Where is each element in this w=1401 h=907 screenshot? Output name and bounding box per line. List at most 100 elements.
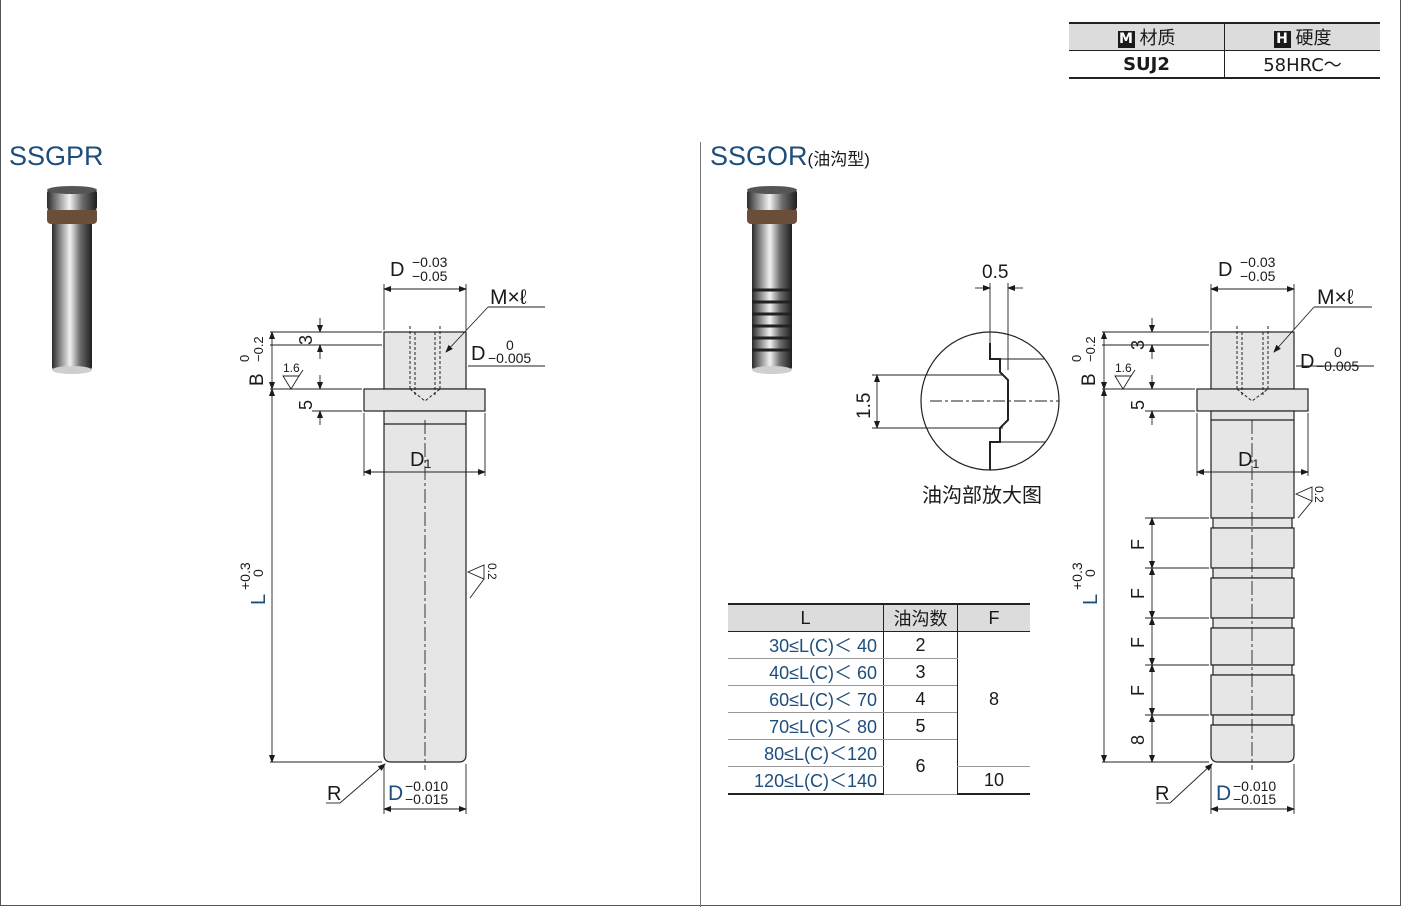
ssgpr-l-tol-upper: +0.3	[237, 562, 253, 590]
table-row: 70≤L(C)＜ 80 5	[728, 712, 1030, 740]
ssgor-three-label: 3	[1128, 340, 1148, 350]
ssgpr-title-text: SSGPR	[9, 141, 104, 171]
f-cell-last: 10	[957, 766, 1030, 795]
ssgor-title: SSGOR(油沟型)	[710, 141, 870, 172]
ssgor-d2-tol-upper: 0	[1334, 344, 1342, 360]
material-value: SUJ2	[1069, 50, 1225, 79]
ssgpr-five-label: 5	[296, 400, 316, 410]
ssgor-title-text: SSGOR	[710, 141, 808, 171]
groove-table-header-f: F	[957, 603, 1030, 632]
ssgor-d1-label: D₁	[1238, 449, 1259, 471]
range-cell: 40≤L(C)＜ 60	[728, 658, 884, 686]
ssgpr-l-tol-lower: 0	[250, 569, 266, 577]
ssgpr-b-tol-lower: −0.2	[251, 336, 266, 362]
ssgor-photo	[747, 186, 797, 374]
ssgpr-pin	[363, 326, 486, 770]
count-cell: 4	[883, 685, 958, 713]
ssgor-f-label-4: F	[1128, 685, 1148, 696]
count-cell: 2	[883, 631, 958, 659]
ssgpr-mxl-label: M×ℓ	[490, 286, 527, 309]
ssgpr-d2-tol-upper: 0	[506, 337, 514, 353]
range-cell: 60≤L(C)＜ 70	[728, 685, 884, 713]
count-cell: 5	[883, 712, 958, 740]
ssgor-labels: D −0.03 −0.05 M×ℓ D 0 −0.005 D₁ R D −0.0…	[1069, 254, 1359, 807]
hardness-label: 硬度	[1295, 28, 1332, 49]
table-row: 40≤L(C)＜ 60 3	[728, 658, 1030, 686]
ssgor-f-label-1: F	[1128, 539, 1148, 550]
table-row: 30≤L(C)＜ 40 2 8	[728, 631, 1030, 767]
range-cell: 70≤L(C)＜ 80	[728, 712, 884, 740]
count-cell: 3	[883, 658, 958, 686]
range-cell: 80≤L(C)＜120	[728, 739, 884, 767]
f-cell-main: 8	[957, 631, 1030, 767]
ssgpr-l-label: L	[248, 594, 270, 605]
ssgor-dbot-label: D	[1216, 782, 1231, 805]
material-badge-icon: M	[1117, 31, 1135, 48]
ssgor-b-tol-lower: −0.2	[1083, 336, 1098, 362]
ssgor-eight-label: 8	[1128, 735, 1148, 745]
ssgpr-b-tol-upper: 0	[237, 355, 252, 362]
ssgor-dimension-lines	[1101, 284, 1374, 814]
ssgpr-dbot-label: D	[388, 782, 403, 805]
ssgpr-d-label: D	[390, 259, 404, 281]
ssgor-d-tol-upper: −0.03	[1240, 254, 1276, 270]
ssgor-runout: 0.2	[1312, 486, 1326, 503]
ssgor-l-tol-upper: +0.3	[1069, 562, 1085, 590]
ssgor-pin	[1196, 326, 1309, 770]
ssgpr-dimension-lines	[269, 284, 545, 814]
ssgpr-photo	[47, 186, 97, 374]
ssgpr-d1-label: D₁	[410, 449, 431, 471]
ssgor-d2-tol-lower: −0.005	[1316, 358, 1359, 374]
ssgpr-three-label: 3	[296, 335, 316, 345]
ssgor-d-tol-lower: −0.05	[1240, 268, 1276, 284]
ssgor-d-label: D	[1218, 259, 1232, 281]
ssgpr-d-tol-lower: −0.05	[412, 268, 448, 284]
groove-table-header-count: 油沟数	[883, 603, 958, 632]
ssgpr-d2-tol-lower: −0.005	[488, 350, 531, 366]
ssgor-f-label-2: F	[1128, 588, 1148, 599]
ssgor-d2-label: D	[1300, 351, 1314, 373]
ssgpr-b-label: B	[247, 373, 268, 386]
count-cell: 6	[883, 739, 958, 795]
detail-height-label: 1.5	[854, 393, 875, 419]
hardness-value: 58HRC～	[1224, 50, 1380, 79]
table-row: 60≤L(C)＜ 70 4	[728, 685, 1030, 713]
ssgpr-dbot-tol-lower: −0.015	[405, 791, 448, 807]
material-label: 材质	[1139, 28, 1176, 49]
ssgor-f-label-3: F	[1128, 637, 1148, 648]
ssgpr-d-tol-upper: −0.03	[412, 254, 448, 270]
range-cell: 120≤L(C)＜140	[728, 766, 884, 795]
ssgor-title-note: (油沟型)	[807, 150, 870, 169]
detail-labels: 0.5 1.5 油沟部放大图	[854, 262, 1042, 507]
column-divider	[700, 142, 701, 907]
ssgpr-title: SSGPR	[9, 141, 104, 172]
groove-table: L 油沟数 F 30≤L(C)＜ 40 2 8 40≤L(C)＜ 60 3 60…	[728, 603, 1030, 795]
ssgpr-labels: D −0.03 −0.05 M×ℓ D 0 −0.005 D₁ R D −0.0…	[237, 254, 531, 807]
table-row: 80≤L(C)＜120 6	[728, 739, 1030, 795]
ssgor-dbot-tol-upper: −0.010	[1233, 778, 1276, 794]
ssgor-roughness: 1.6	[1115, 361, 1132, 375]
hardness-badge-icon: H	[1273, 31, 1291, 48]
ssgpr-r-label: R	[327, 783, 341, 805]
ssgpr-runout: 0.2	[485, 563, 499, 580]
table-row: 120≤L(C)＜140 10	[728, 766, 1030, 795]
ssgor-dbot-tol-lower: −0.015	[1233, 791, 1276, 807]
ssgpr-roughness: 1.6	[283, 361, 300, 375]
ssgor-b-label: B	[1079, 373, 1100, 386]
groove-detail	[872, 283, 1060, 471]
detail-caption: 油沟部放大图	[922, 484, 1042, 507]
groove-table-header-l: L	[728, 603, 884, 632]
ssgor-five-label: 5	[1128, 400, 1148, 410]
ssgor-b-tol-upper: 0	[1069, 355, 1084, 362]
range-cell: 30≤L(C)＜ 40	[728, 631, 884, 659]
ssgpr-dbot-tol-upper: −0.010	[405, 778, 448, 794]
ssgor-r-label: R	[1155, 783, 1169, 805]
ssgor-l-tol-lower: 0	[1082, 569, 1098, 577]
detail-width-label: 0.5	[982, 262, 1008, 283]
ssgor-mxl-label: M×ℓ	[1317, 286, 1354, 309]
ssgpr-d2-label: D	[471, 343, 485, 365]
